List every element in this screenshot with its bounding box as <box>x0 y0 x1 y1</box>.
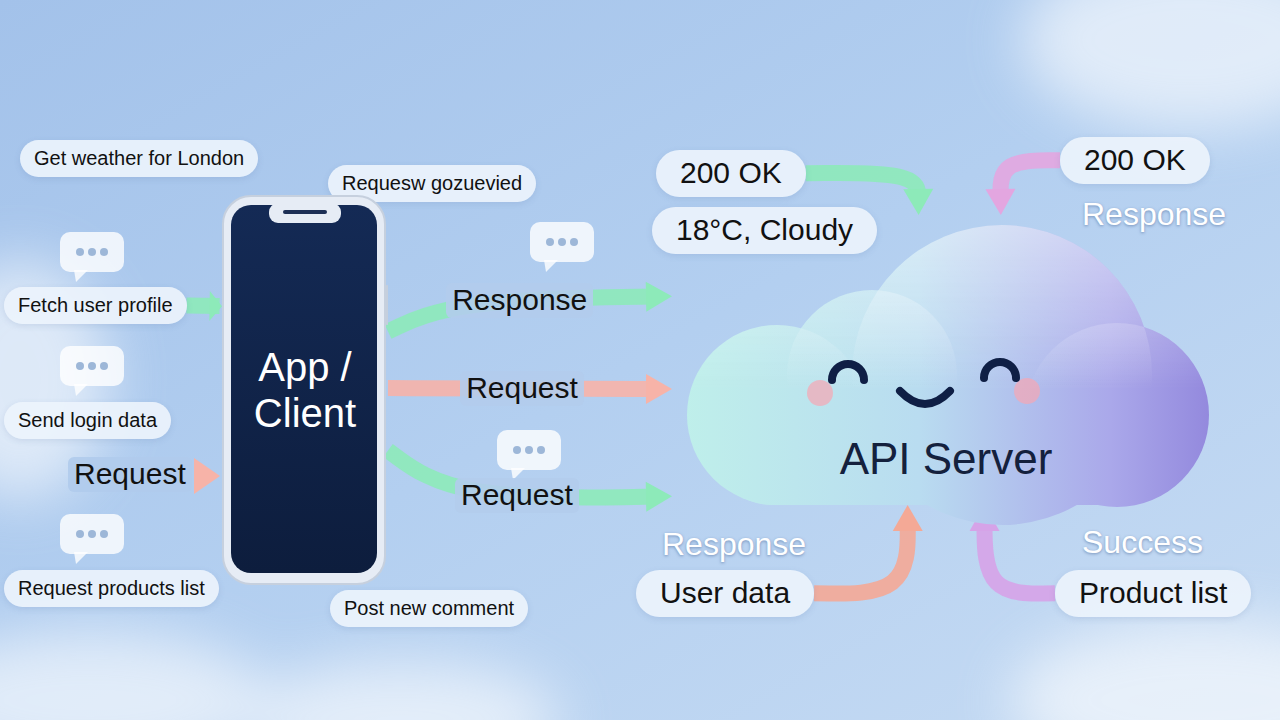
node-text: Post new comment <box>344 597 514 619</box>
node-text: User data <box>660 576 790 609</box>
arrow-head <box>646 282 672 312</box>
flow-label: Response <box>1082 196 1226 233</box>
connector-group <box>187 291 222 321</box>
edge-label: Request <box>460 371 584 406</box>
edge-label: Response <box>446 283 593 318</box>
edge-label: Request <box>455 478 579 513</box>
arrow-head <box>985 189 1015 215</box>
data-pill: Product list <box>1055 570 1251 617</box>
chat-icon <box>497 430 561 480</box>
connector-group <box>388 282 672 332</box>
request-bubble: Request products list <box>4 570 219 607</box>
connector-group <box>985 160 1060 215</box>
client-phone: App / Client <box>222 195 388 585</box>
chat-icon <box>60 514 124 564</box>
api-cloud: API Server <box>672 215 1220 505</box>
arrow-head <box>893 505 923 531</box>
node-text: App / Client <box>244 344 366 436</box>
chat-icon <box>60 346 124 396</box>
chat-icon <box>60 232 124 282</box>
request-bubble: Fetch user profile <box>4 287 187 324</box>
node-text: 200 OK <box>680 156 782 189</box>
status-pill: 200 OK <box>1060 137 1210 184</box>
request-bubble: Send login data <box>4 402 171 439</box>
arrow-head <box>194 458 220 494</box>
node-text: Product list <box>1079 576 1227 609</box>
connector-group <box>814 505 923 594</box>
connector <box>806 173 919 199</box>
node-text: Send login data <box>18 409 157 431</box>
data-pill: 18°C, Cloudy <box>652 207 877 254</box>
chat-icon <box>530 222 594 272</box>
arrow-head <box>209 291 222 321</box>
data-pill: User data <box>636 570 814 617</box>
status-pill: 200 OK <box>656 150 806 197</box>
flow-label: Success <box>1082 524 1203 561</box>
node-text: Fetch user profile <box>18 294 173 316</box>
arrow-head <box>646 482 672 512</box>
node-text: Requesw gozuevied <box>342 172 522 194</box>
node-text: Request products list <box>18 577 205 599</box>
request-bubble: Get weather for London <box>20 140 258 177</box>
connector <box>984 521 1055 594</box>
node-text: API Server <box>840 434 1053 485</box>
arrow-label: Request <box>68 457 192 492</box>
node-text: Get weather for London <box>34 147 244 169</box>
request-bubble: Post new comment <box>330 590 528 627</box>
arrow-head <box>646 374 672 404</box>
phone-body <box>222 195 388 585</box>
connector <box>814 521 908 594</box>
node-text: 18°C, Cloudy <box>676 213 853 246</box>
node-text: 200 OK <box>1084 143 1186 176</box>
arrow-head <box>903 189 933 215</box>
flow-label: Response <box>662 526 806 563</box>
